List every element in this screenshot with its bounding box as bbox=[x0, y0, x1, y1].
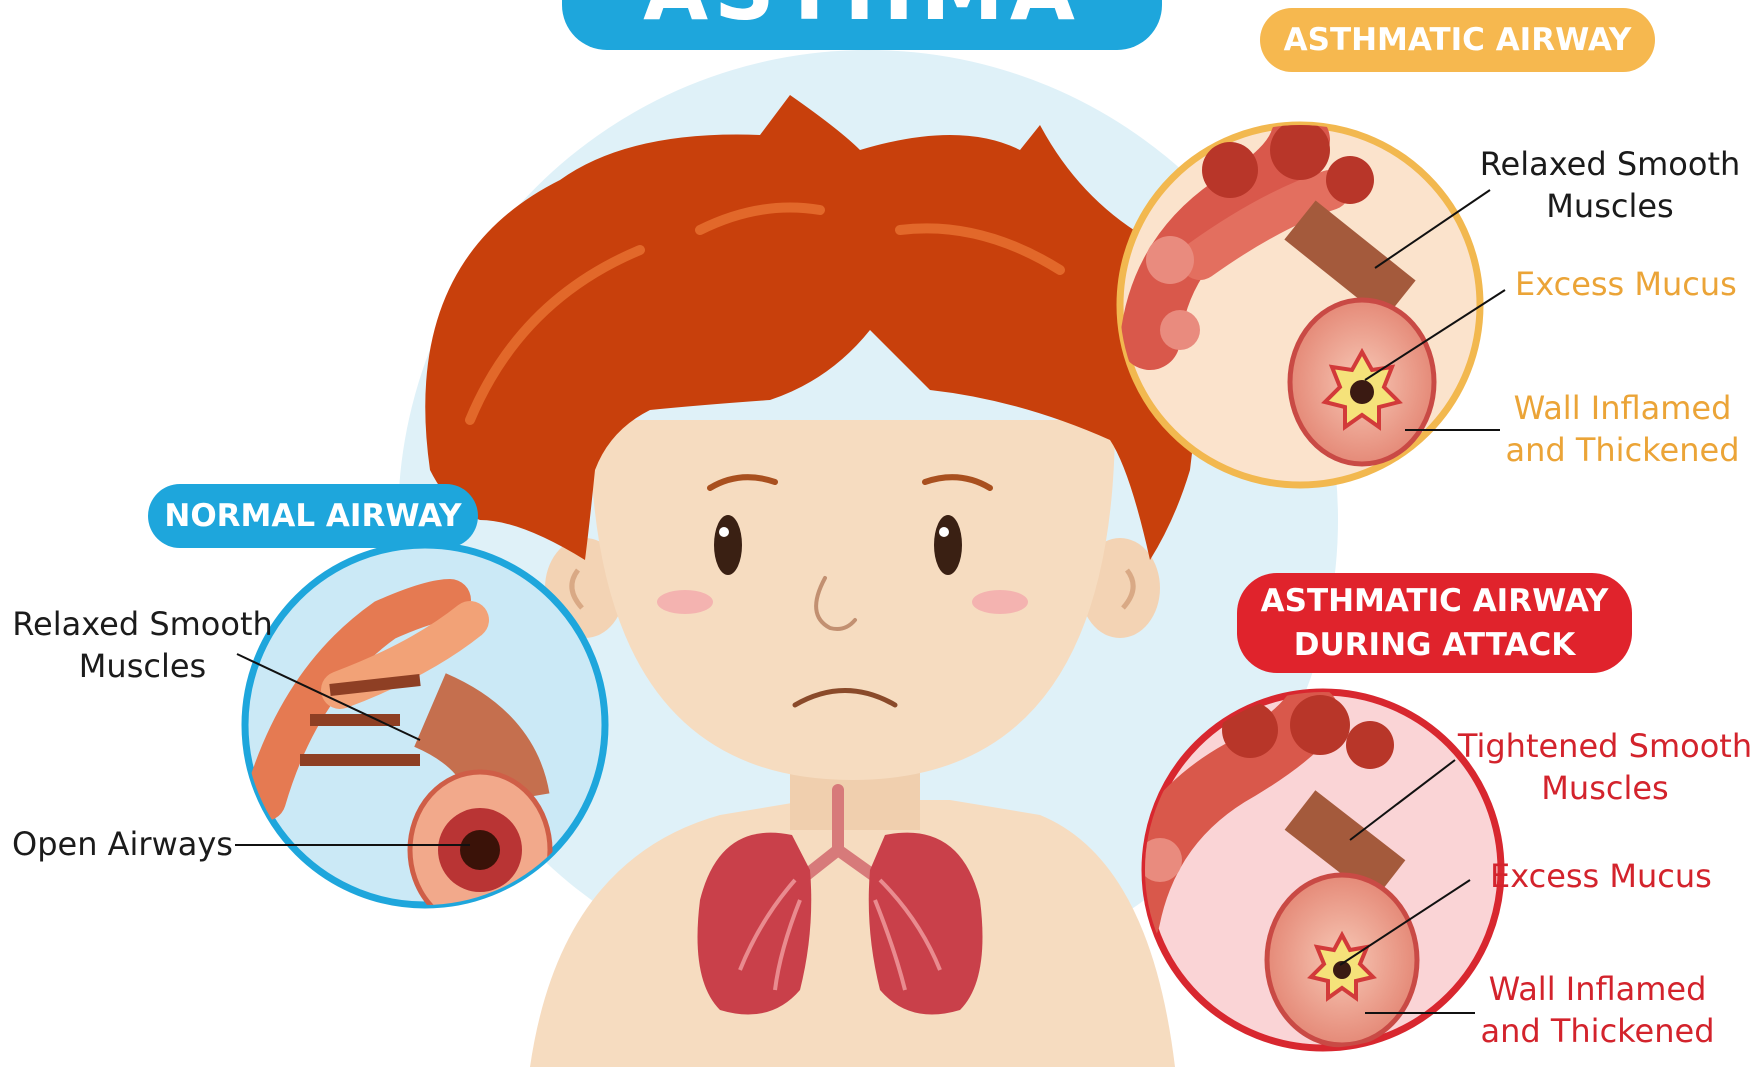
normal-muscles-label: Relaxed Smooth Muscles bbox=[5, 603, 280, 687]
asthmatic-wall-label: Wall Inflamed and Thickened bbox=[1500, 387, 1745, 471]
asthmatic-muscles-label: Relaxed Smooth Muscles bbox=[1470, 143, 1750, 227]
normal-airway-heading: NORMAL AIRWAY bbox=[148, 484, 478, 548]
title-banner: ASTHMA bbox=[562, 0, 1162, 50]
asthmatic-mucus-label: Excess Mucus bbox=[1515, 263, 1737, 305]
attack-mucus-label: Excess Mucus bbox=[1490, 855, 1712, 897]
attack-heading-line1: ASTHMATIC AIRWAY bbox=[1261, 579, 1609, 623]
attack-wall-label: Wall Inflamed and Thickened bbox=[1475, 968, 1720, 1052]
page-title: ASTHMA bbox=[643, 0, 1081, 32]
asthmatic-airway-heading: ASTHMATIC AIRWAY bbox=[1260, 8, 1655, 72]
attack-muscles-label: Tightened Smooth Muscles bbox=[1455, 725, 1755, 809]
normal-airway-illustration bbox=[235, 545, 605, 928]
asthmatic-airway-illustration bbox=[1120, 120, 1505, 485]
attack-heading-line2: DURING ATTACK bbox=[1294, 623, 1575, 667]
normal-open-label: Open Airways bbox=[12, 823, 233, 865]
attack-airway-heading: ASTHMATIC AIRWAY DURING ATTACK bbox=[1237, 573, 1632, 673]
